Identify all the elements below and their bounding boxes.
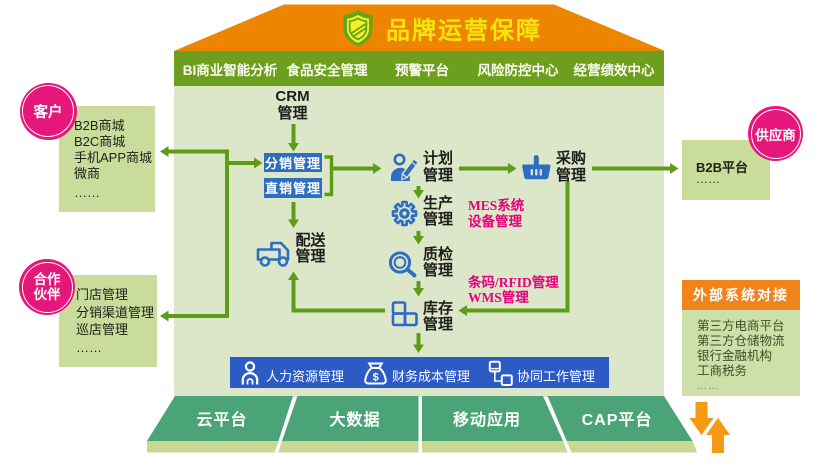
- external-box-body: [682, 310, 800, 396]
- node-purchase: 采购管理: [556, 149, 587, 184]
- node-inventory: 库存管理: [423, 300, 454, 333]
- banner-title: 品牌运营保障: [386, 17, 542, 45]
- roof-shape: [174, 4, 665, 51]
- platform-label-bigdata[interactable]: 大数据: [329, 412, 381, 429]
- node-production: 生产管理: [423, 195, 454, 228]
- flow-connectors: [160, 124, 679, 353]
- boxes-icon: [391, 301, 418, 327]
- platform-shapes: [147, 396, 698, 453]
- svg-text:$: $: [373, 372, 379, 384]
- menu-item-performance[interactable]: 经营绩效中心: [573, 63, 655, 78]
- menu-item-bi[interactable]: BI商业智能分析: [182, 63, 278, 78]
- platform-cap: [547, 396, 693, 441]
- node-crm: CRM 管理: [275, 87, 310, 122]
- supplier-circle: 供应商: [748, 106, 803, 161]
- external-box-items: 第三方电商平台 第三方仓储物流 银行金融机构 工商税务 ……: [697, 319, 785, 392]
- node-distribution[interactable]: 分销管理: [264, 152, 322, 172]
- basket-icon: [522, 153, 551, 180]
- gear-icon: [391, 200, 418, 227]
- supplier-box-more: ……: [696, 172, 720, 186]
- down-arrow-icon: [685, 400, 718, 439]
- money-bag-icon: $: [364, 362, 387, 385]
- platform-cap-edge: [566, 441, 698, 453]
- partner-circle: 合作 伙伴: [19, 259, 75, 315]
- platform-mobile: [422, 396, 563, 441]
- menu-item-warning[interactable]: 预警平台: [395, 63, 449, 78]
- node-plan: 计划管理: [423, 149, 454, 184]
- person-edit-icon: [391, 153, 420, 181]
- partner-box: [59, 275, 157, 367]
- shield-check-icon: [343, 10, 373, 47]
- customer-box-items: B2B商城 B2C商城 手机APP商城 微商 ……: [74, 118, 153, 200]
- bar-item-finance[interactable]: 财务成本管理: [392, 369, 471, 384]
- customer-circle: 客户: [19, 82, 77, 140]
- roof-menu-strip: [174, 51, 664, 86]
- bottom-bar: [230, 357, 609, 388]
- mes-annotation: MES系统设备管理: [468, 198, 525, 229]
- bar-item-collaboration[interactable]: 协同工作管理: [517, 369, 596, 384]
- bar-item-hr[interactable]: 人力资源管理: [266, 369, 345, 384]
- magnifier-icon: [388, 251, 417, 278]
- partner-box-items: 门店管理 分销渠道管理 巡店管理 ……: [76, 287, 155, 355]
- node-quality: 质检管理: [423, 246, 454, 279]
- supplier-box-item: B2B平台: [696, 160, 749, 175]
- truck-icon: [256, 241, 290, 267]
- person-icon: [241, 361, 259, 385]
- platform-label-cap[interactable]: CAP平台: [581, 412, 653, 429]
- devices-icon: [488, 360, 513, 386]
- external-box-header: 外部系统对接: [682, 280, 800, 310]
- platform-bigdata-edge: [278, 441, 419, 453]
- menu-item-food-safety[interactable]: 食品安全管理: [286, 63, 368, 78]
- platform-cloud-edge: [147, 441, 279, 453]
- platform-label-mobile[interactable]: 移动应用: [452, 412, 522, 429]
- node-direct-sales[interactable]: 直销管理: [264, 178, 322, 198]
- platform-cloud: [147, 396, 293, 441]
- platform-mobile-edge: [422, 441, 568, 453]
- node-delivery: 配送管理: [295, 232, 326, 265]
- exchange-arrows-icon: [685, 400, 734, 455]
- up-arrow-icon: [702, 414, 734, 455]
- platform-bigdata: [282, 396, 419, 441]
- platform-label-cloud[interactable]: 云平台: [196, 412, 248, 429]
- menu-item-risk[interactable]: 风险防控中心: [477, 63, 559, 78]
- customer-box: [59, 106, 155, 212]
